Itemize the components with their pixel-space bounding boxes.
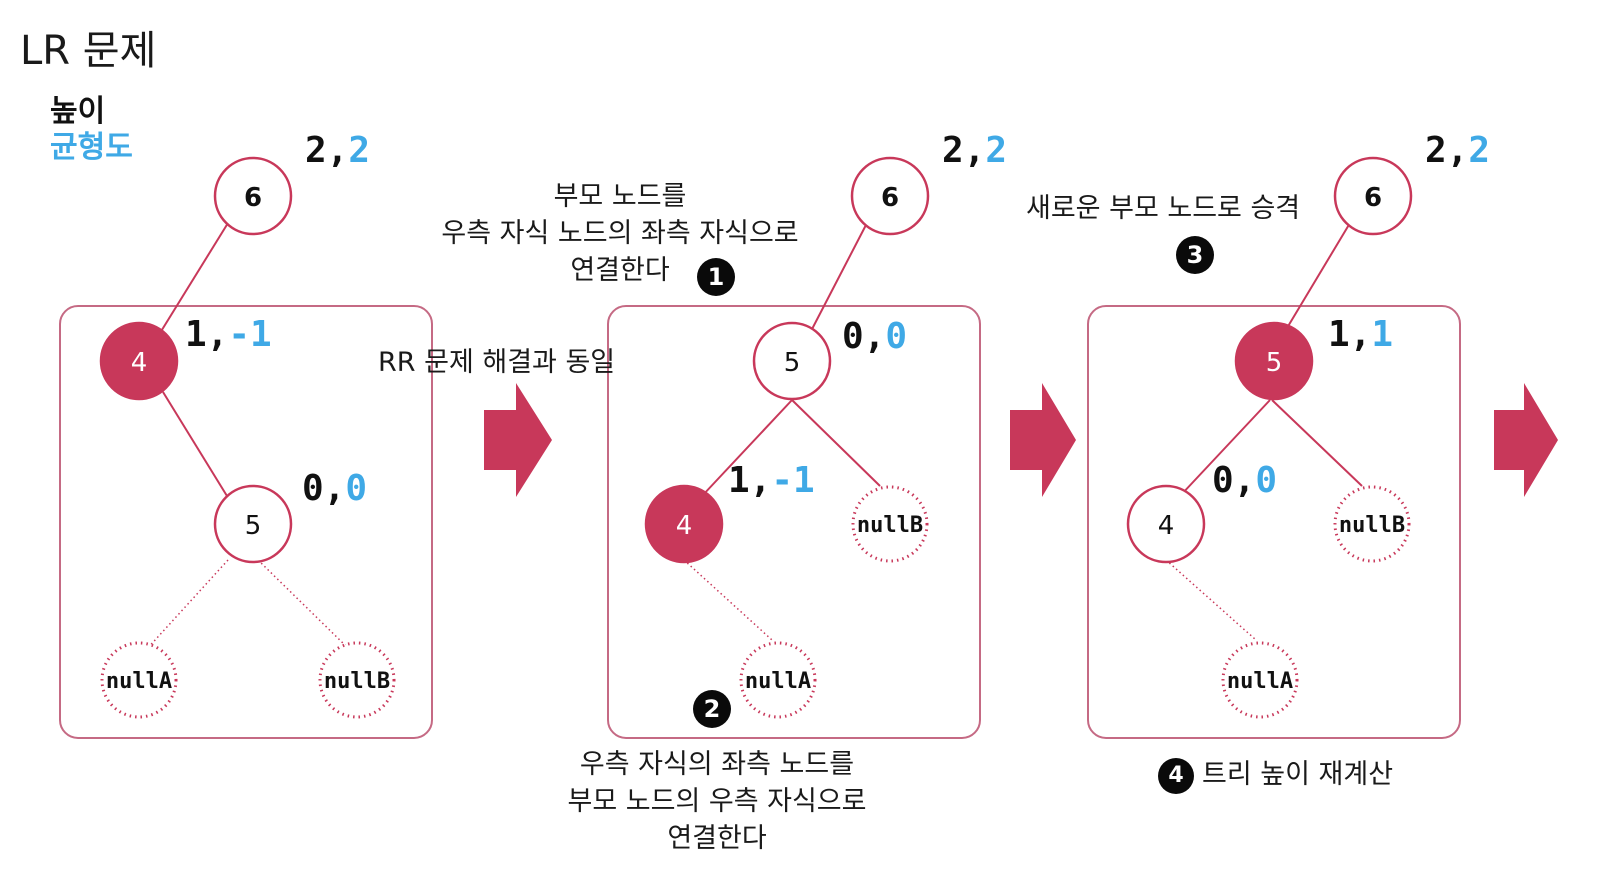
- step1-line1: 부모 노드를: [553, 181, 687, 212]
- p2-node-5-metrics: 0,0: [842, 316, 907, 357]
- step1-line2: 우측 자식 노드의 좌측 자식으로: [441, 218, 799, 249]
- p1-node-6-height: 2,: [305, 130, 349, 171]
- p3-node-6-balance: 2: [1468, 130, 1491, 171]
- step2-line2: 부모 노드의 우측 자식으로: [567, 786, 867, 817]
- p1-edge-6-4: [159, 222, 229, 334]
- p1-node-6-label: 6: [244, 183, 262, 213]
- p3-node-4-metrics: 0,0: [1212, 460, 1277, 501]
- step3-note: 새로운 부모 노드로 승격: [1026, 193, 1301, 224]
- p2-node-6-metrics: 2,2: [942, 130, 1007, 171]
- p3-edge-6-5: [1283, 222, 1351, 334]
- p1-node-6: [213, 156, 293, 236]
- p1-edge-5-nullA: [145, 559, 229, 651]
- p3-node-5-balance: 1: [1371, 314, 1394, 355]
- p2-node-4-height: 1,: [728, 460, 772, 501]
- p1-node-6-metrics: 2,2: [305, 130, 370, 171]
- p2-node-5-balance: 0: [885, 316, 908, 357]
- p3-node-6-metrics: 2,2: [1425, 130, 1490, 171]
- p3-null-a-label: nullA: [1227, 669, 1293, 694]
- p1-node-5: [213, 484, 293, 564]
- p1-node-5-height: 0,: [302, 468, 346, 509]
- p3-null-b: [1333, 485, 1411, 563]
- p2-null-b: [851, 485, 929, 563]
- note-rr-same: RR 문제 해결과 동일: [378, 347, 616, 378]
- p2-node-6: [850, 156, 930, 236]
- p1-null-b-label: nullB: [324, 669, 390, 694]
- arrow-right-1: [484, 383, 552, 497]
- panel2-box: [607, 305, 981, 739]
- p1-node-4-label: 4: [131, 348, 148, 378]
- arrow-right-2: [1010, 383, 1076, 497]
- p3-null-a: [1221, 641, 1299, 719]
- p3-node-5-metrics: 1,1: [1328, 314, 1393, 355]
- p2-null-b-label: nullB: [857, 513, 923, 538]
- p1-edge-4-5: [162, 391, 228, 497]
- p2-node-5-label: 5: [784, 348, 801, 378]
- p1-node-5-label: 5: [245, 511, 262, 541]
- p2-edge-5-nullB: [791, 399, 881, 487]
- p3-node-5-label: 5: [1266, 348, 1283, 378]
- p2-node-4: [644, 484, 724, 564]
- p2-edge-4-nullA: [683, 559, 773, 641]
- panel1-box: [59, 305, 433, 739]
- step1-line3: 연결한다: [570, 255, 670, 286]
- arrow-right-3: [1494, 383, 1558, 497]
- legend-balance: 균형도: [50, 130, 133, 165]
- p1-node-4-metrics: 1,-1: [185, 314, 272, 355]
- step2-note: 우측 자식의 좌측 노드를 부모 노드의 우측 자식으로 연결한다: [532, 746, 902, 857]
- p2-node-4-metrics: 1,-1: [728, 460, 815, 501]
- step1-note: 부모 노드를 우측 자식 노드의 좌측 자식으로 연결한다: [420, 178, 820, 289]
- p1-node-6-balance: 2: [348, 130, 371, 171]
- p3-null-b-label: nullB: [1339, 513, 1405, 538]
- p2-null-a-label: nullA: [745, 669, 811, 694]
- p2-node-5: [752, 321, 832, 401]
- p1-null-b: [318, 641, 396, 719]
- step1-badge: 1: [697, 258, 735, 296]
- p2-node-5-height: 0,: [842, 316, 886, 357]
- p1-edge-5-nullB: [257, 559, 351, 651]
- p3-node-4: [1126, 484, 1206, 564]
- p3-node-4-height: 0,: [1212, 460, 1256, 501]
- step2-line3: 연결한다: [667, 823, 767, 854]
- p3-edge-4-nullA: [1165, 559, 1257, 641]
- step2-line1: 우측 자식의 좌측 노드를: [579, 749, 855, 780]
- p3-node-6-label: 6: [1364, 183, 1382, 213]
- p2-edge-5-4: [701, 399, 793, 497]
- p3-node-4-balance: 0: [1255, 460, 1278, 501]
- page-title: LR 문제: [20, 28, 157, 74]
- step2-badge: 2: [693, 690, 731, 728]
- p1-node-4-balance: -1: [228, 314, 272, 355]
- p2-null-a: [739, 641, 817, 719]
- p3-edge-5-4: [1179, 399, 1271, 497]
- step4-badge: 4: [1158, 757, 1194, 794]
- panel3-box: [1087, 305, 1461, 739]
- p2-node-6-height: 2,: [942, 130, 986, 171]
- p1-null-a-label: nullA: [106, 669, 172, 694]
- p3-edge-5-nullB: [1271, 399, 1363, 487]
- step4-text: 트리 높이 재계산: [1202, 759, 1394, 790]
- p2-node-4-label: 4: [676, 511, 693, 541]
- step4-note: 4 트리 높이 재계산: [1158, 756, 1393, 794]
- p2-node-6-balance: 2: [985, 130, 1008, 171]
- legend-height: 높이: [50, 94, 106, 129]
- p1-node-4-height: 1,: [185, 314, 229, 355]
- step3-badge: 3: [1176, 236, 1214, 274]
- p2-edge-6-5: [809, 222, 868, 334]
- p2-node-6-label: 6: [881, 183, 899, 213]
- p3-node-5-height: 1,: [1328, 314, 1372, 355]
- p3-node-6: [1333, 156, 1413, 236]
- p1-node-5-balance: 0: [345, 468, 368, 509]
- p1-null-a: [100, 641, 178, 719]
- p2-node-4-balance: -1: [771, 460, 815, 501]
- p3-node-5: [1234, 321, 1314, 401]
- p3-node-6-height: 2,: [1425, 130, 1469, 171]
- p1-node-4: [99, 321, 179, 401]
- p1-node-5-metrics: 0,0: [302, 468, 367, 509]
- p3-node-4-label: 4: [1158, 511, 1175, 541]
